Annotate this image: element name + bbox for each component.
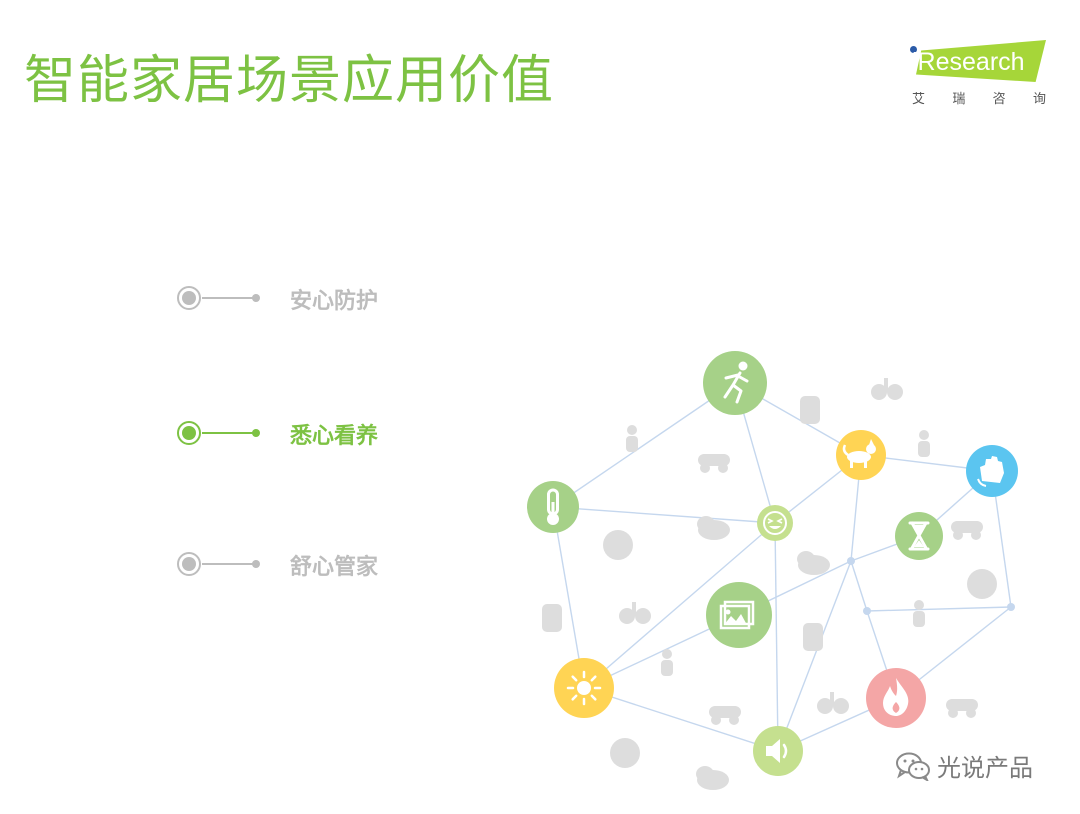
ghost-icons (542, 378, 997, 790)
wechat-icon (896, 752, 930, 781)
glove-icon (966, 445, 1018, 497)
connector-dot (252, 294, 260, 302)
network-edge (583, 522, 776, 689)
connector-line (202, 563, 256, 565)
junction-dot-icon (1007, 603, 1015, 611)
connector-line (202, 432, 256, 434)
menu-item-label: 舒心管家 (290, 555, 379, 580)
fire-icon (866, 668, 926, 728)
menu-item-housekeeper[interactable]: 舒心管家 (176, 551, 436, 581)
water-drops-icon (817, 692, 849, 714)
menu-item-label: 安心防护 (290, 289, 379, 314)
junction-dot-icon (847, 557, 855, 565)
gesture-hand-icon (913, 600, 925, 627)
bicycle-icon (803, 623, 823, 651)
logo-subtitle: 艾 瑞 咨 询 (908, 88, 1050, 107)
logo-sub-char: 艾 (912, 92, 926, 107)
page-title: 智能家居场景应用价值 (24, 51, 555, 111)
menu-item-care[interactable]: 悉心看养 (176, 420, 436, 450)
jump-rope-icon (626, 425, 638, 452)
junction-dot-icon (863, 607, 871, 615)
radio-ring-icon (177, 421, 201, 445)
cat-icon (871, 378, 903, 400)
network-edge (866, 606, 1012, 612)
laughing-face-icon (757, 505, 793, 541)
logo-dot (910, 46, 917, 53)
touch-icon (918, 430, 930, 457)
car-icon (619, 602, 651, 624)
snowflake-icon (542, 604, 562, 632)
radio-ring-icon (177, 286, 201, 310)
network-edge (774, 522, 779, 752)
thumbs-up-icon (967, 569, 997, 599)
radio-ring-icon (177, 552, 201, 576)
network-edge (583, 687, 779, 752)
iresearch-logo: iResearch 艾 瑞 咨 询 (908, 38, 1050, 108)
speaker-icon (753, 726, 803, 776)
network-edge (552, 506, 585, 689)
connector-dot (252, 560, 260, 568)
connector-line (202, 297, 256, 299)
logo-sub-char: 询 (1032, 92, 1046, 107)
logo-sub-char: 咨 (992, 92, 1006, 107)
hourglass-icon (895, 512, 943, 560)
network-edges (552, 382, 1012, 752)
pet-icon (836, 430, 886, 480)
menu-item-label: 悉心看养 (290, 424, 379, 449)
menu-item-protection[interactable]: 安心防护 (176, 285, 436, 315)
neutral-face-icon (797, 551, 830, 575)
smoking-icon (946, 699, 978, 718)
sad-face-icon (697, 516, 730, 540)
logo-sub-char: 瑞 (952, 92, 966, 107)
thermometer-icon (527, 481, 579, 533)
network-edge (552, 506, 776, 524)
connector-dot (252, 429, 260, 437)
water-tap-icon (603, 530, 633, 560)
network-edge (777, 560, 852, 752)
crawling-person-icon (698, 454, 730, 473)
network-nodes (527, 351, 1018, 776)
watermark-text: 光说产品 (937, 754, 1033, 782)
logo-brand: iResearch (912, 48, 1025, 76)
scooter-icon (709, 706, 741, 725)
smart-home-network-diagram (527, 351, 1018, 790)
network-edge (850, 560, 868, 612)
baby-icon (800, 396, 820, 424)
sun-icon (554, 658, 614, 718)
wechat-watermark: 光说产品 (895, 748, 1033, 783)
fingerprint-icon (951, 521, 983, 540)
running-person-icon (703, 351, 767, 415)
picture-frame-icon (706, 582, 772, 648)
music-notes-icon (696, 766, 729, 790)
network-edge (552, 382, 736, 508)
partly-sunny-icon (610, 738, 640, 768)
rain-cloud-icon (661, 649, 673, 676)
